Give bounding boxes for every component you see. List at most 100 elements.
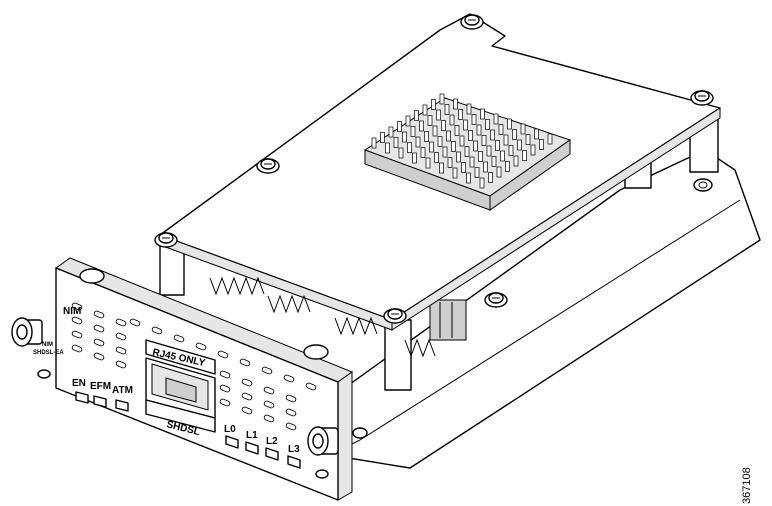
heatsink-fin: [436, 109, 441, 121]
heatsink-fin: [520, 123, 526, 135]
heatsink-fin: [530, 144, 536, 156]
left-thumbscrew: [11, 317, 43, 347]
heatsink-fin: [444, 104, 450, 115]
heatsink-fin: [451, 141, 456, 152]
vent-slot: [263, 400, 275, 409]
board-screws: [154, 14, 714, 324]
line-label-l1: L1: [246, 430, 258, 441]
vent-slot: [239, 358, 251, 367]
vent-slot: [71, 316, 83, 325]
line-label-l2: L2: [266, 436, 278, 447]
heatsink-fin: [512, 129, 517, 140]
heatsink-fin: [434, 152, 439, 163]
heatsink-fin: [449, 114, 455, 126]
heatsink-fin: [439, 162, 444, 174]
vent-slot: [217, 350, 229, 359]
vent-slot: [115, 318, 127, 327]
vent-slot: [219, 398, 231, 407]
heatsink-fin: [493, 113, 499, 125]
vent-slot: [93, 324, 105, 333]
vent-slot: [261, 366, 273, 375]
vent-slot: [71, 330, 83, 339]
heatsink-fin: [459, 135, 465, 147]
heatsink-fin: [468, 130, 473, 141]
vent-slot: [129, 318, 141, 327]
vent-slot: [285, 422, 297, 431]
heatsink-fin: [431, 99, 436, 110]
pin-headers: [209, 276, 436, 358]
heatsink-fin: [402, 131, 407, 143]
heatsink-fin: [410, 126, 416, 137]
heatsink-fin: [486, 145, 492, 157]
heatsink-fin: [534, 128, 539, 140]
faceplate-title: NIM: [63, 306, 81, 317]
vent-slot: [173, 334, 185, 343]
vent-slot: [71, 344, 83, 353]
vent-slot: [241, 406, 253, 415]
heatsink-fin: [466, 103, 472, 115]
line-label-l3: L3: [288, 444, 300, 455]
heatsink-fin: [425, 157, 431, 169]
heatsink-fin: [456, 151, 461, 163]
heatsink-fin: [398, 147, 404, 159]
heatsink-fin: [466, 172, 471, 184]
heatsink-fin: [437, 136, 443, 147]
heatsink-fin: [429, 141, 434, 153]
heatsink-fin: [415, 136, 421, 148]
heatsink-fin: [446, 130, 451, 142]
heatsink-fin: [371, 137, 377, 149]
vent-slot: [263, 386, 275, 395]
vent-slot: [115, 332, 127, 341]
heatsink-fin: [496, 166, 502, 178]
heatsink-fin: [405, 115, 411, 127]
heatsink-fin: [419, 120, 424, 132]
heatsink-fin: [454, 125, 460, 136]
right-thumbscrew: [307, 426, 339, 456]
led-label-efm: EFM: [90, 381, 111, 392]
heatsink-fin: [453, 98, 458, 110]
heatsink-fin: [522, 150, 527, 161]
led-label-atm: ATM: [112, 385, 133, 396]
vent-slot: [115, 346, 127, 355]
faceplate-details: [37, 268, 329, 479]
heatsink-fin: [464, 146, 470, 157]
vent-slot: [195, 342, 207, 351]
heatsink-fin: [505, 161, 510, 172]
heatsink-fin: [432, 125, 438, 137]
heatsink-fin: [517, 139, 522, 151]
heatsink-fin: [461, 162, 466, 173]
vent-slot: [219, 370, 231, 379]
heatsink-fin: [393, 137, 399, 148]
heatsink-fin: [476, 124, 482, 136]
rj45-port: [145, 339, 216, 433]
heatsink-fin: [525, 134, 531, 145]
model-label-line2: SHDSL-EA: [33, 350, 64, 356]
heatsink-fin: [388, 126, 394, 138]
heatsink-fin: [452, 167, 458, 179]
vent-slot: [285, 408, 297, 417]
heatsink-fin: [478, 151, 483, 162]
vent-slot: [151, 326, 163, 335]
status-leds: [75, 391, 301, 469]
heatsink-fin: [397, 121, 402, 132]
heatsink-fin: [471, 114, 477, 125]
heatsink-fin: [427, 115, 433, 126]
heatsink-fin: [407, 142, 412, 153]
heatsink-fin: [422, 104, 428, 116]
vent-slot: [285, 394, 297, 403]
vent-slot: [283, 374, 295, 383]
model-label-line1: NIM: [42, 342, 53, 348]
heatsink-fin: [412, 152, 417, 164]
vent-slot: [93, 338, 105, 347]
vent-slot: [241, 392, 253, 401]
heatsink-fin: [469, 156, 475, 168]
heatsink-fin: [441, 120, 446, 131]
vent-slot: [305, 382, 317, 391]
heatsink-fin: [474, 167, 480, 178]
heatsink: [363, 93, 572, 211]
vent-slot: [93, 352, 105, 361]
heatsink-fin: [507, 118, 512, 130]
heatsink-fin: [500, 150, 505, 162]
heatsink-fin: [491, 156, 497, 167]
